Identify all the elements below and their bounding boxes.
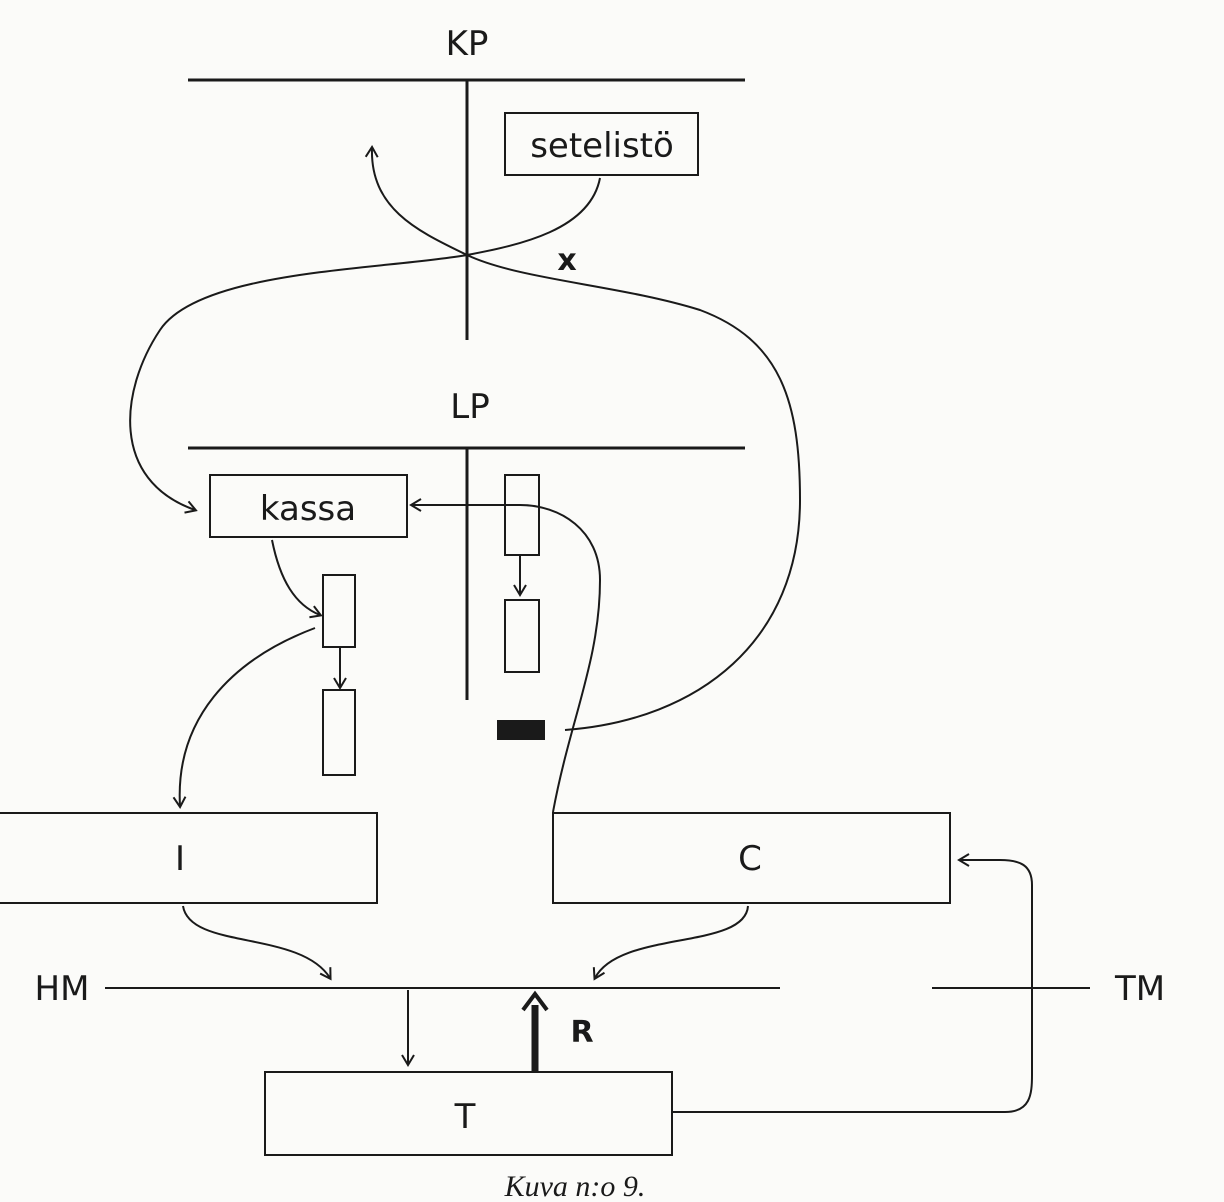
figure-caption: Kuva n:o 9. — [504, 1170, 646, 1202]
t-label: T — [454, 1097, 476, 1137]
t-box — [264, 1071, 673, 1156]
i-label: I — [175, 839, 185, 879]
setelisto-to-kassa-curve — [129, 177, 601, 514]
return-to-kp-curve — [364, 145, 802, 731]
kassa-box — [209, 474, 408, 538]
setelisto-box — [504, 112, 699, 176]
small-box-left-top — [322, 574, 356, 648]
kassa-to-box-curve — [271, 539, 323, 619]
small-box-left-bottom — [322, 689, 356, 776]
i-box — [0, 812, 378, 904]
c-to-hm-curve — [592, 905, 749, 981]
c-label: C — [738, 839, 762, 879]
lp-label: LP — [450, 387, 489, 427]
black-block — [497, 720, 545, 740]
x-mark: x — [557, 243, 576, 278]
c-box — [552, 812, 951, 904]
t-to-c-curve — [672, 853, 1033, 1113]
setelisto-label: setelistö — [530, 126, 674, 166]
c-to-kassa-curve — [409, 498, 602, 813]
kp-label: KP — [446, 24, 489, 64]
hm-label: HM — [35, 969, 90, 1009]
small-box-right-top — [504, 474, 540, 556]
i-to-hm-curve — [182, 905, 332, 981]
tm-label: TM — [1114, 969, 1165, 1009]
r-label: R — [570, 1015, 593, 1050]
r-arrowhead-icon — [521, 990, 549, 1012]
small-box-right-bottom — [504, 599, 540, 673]
box-to-i-curve — [172, 627, 316, 809]
kassa-label: kassa — [260, 489, 356, 529]
